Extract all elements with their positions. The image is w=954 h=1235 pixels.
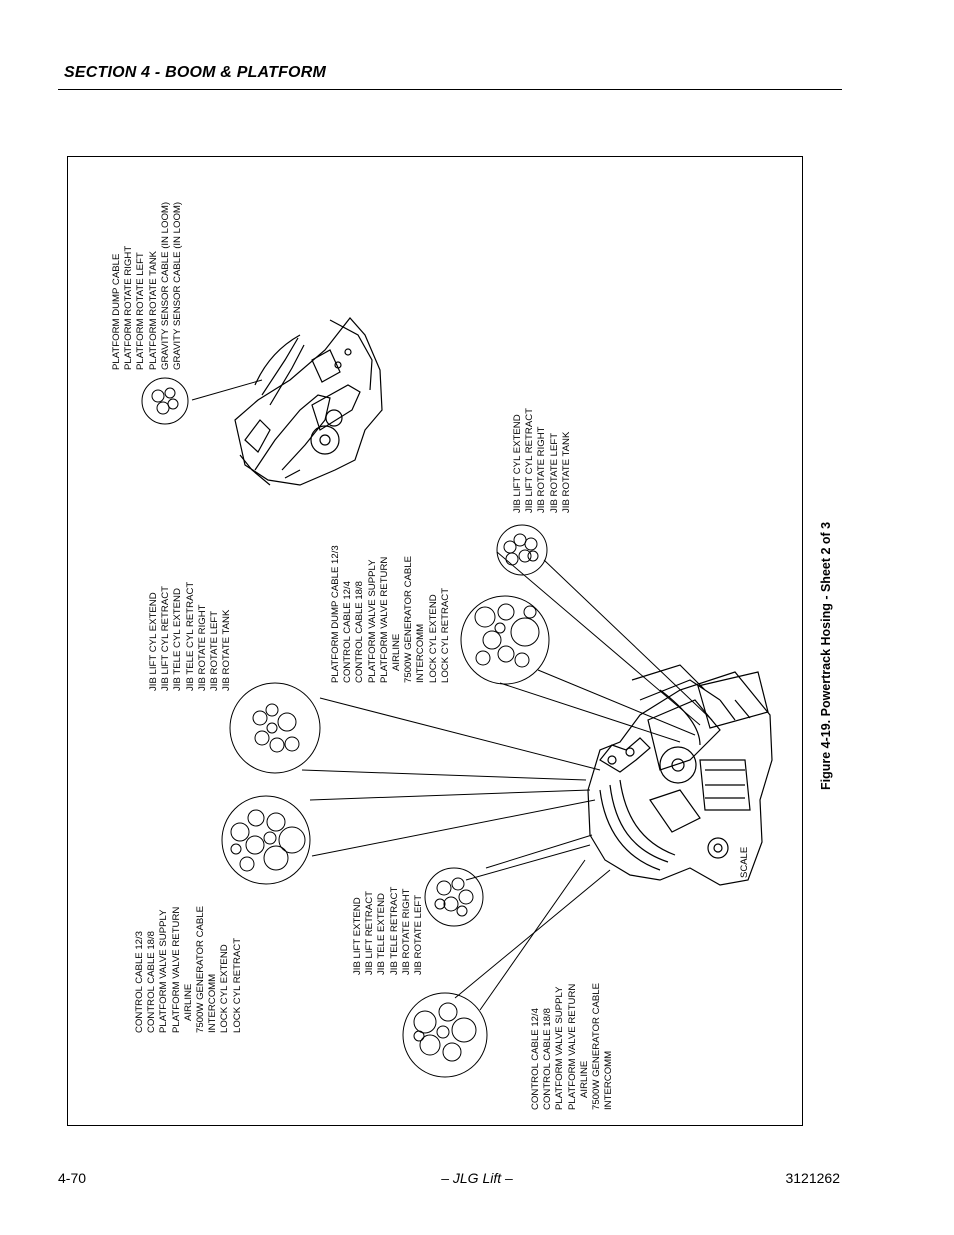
document-number: 3121262: [785, 1170, 840, 1186]
leader-line-jib-rotate-2: [496, 551, 701, 726]
label-group-platform-dump: PLATFORM DUMP CABLE 12/3 CONTROL CABLE 1…: [330, 545, 451, 683]
cross-section-upper: [141, 377, 189, 425]
label-group-jib-tele: JIB LIFT CYL EXTEND JIB LIFT CYL RETRACT…: [148, 581, 233, 691]
leader-line-jib-tele: [319, 697, 601, 771]
leader-line-platform-dump-2: [499, 682, 681, 743]
figure-frame: [67, 156, 803, 1126]
label-group-upper: PLATFORM DUMP CABLE PLATFORM ROTATE RIGH…: [111, 201, 184, 370]
leader-line-control-12-4: [479, 859, 586, 1011]
header-rule: [58, 89, 842, 90]
cross-section-jib-lift: [424, 867, 484, 927]
scale-label: SCALE: [739, 846, 750, 878]
powertrack-assembly: [587, 664, 773, 886]
leader-line-control-12-3-2: [311, 799, 596, 857]
cross-section-platform-dump: [460, 595, 550, 685]
label-group-control-cable-12-3: CONTROL CABLE 12/3 CONTROL CABLE 18/8 PL…: [134, 905, 243, 1033]
label-group-jib-lift: JIB LIFT EXTEND JIB LIFT RETRACT JIB TEL…: [352, 886, 425, 975]
section-title: SECTION 4 - BOOM & PLATFORM: [64, 64, 326, 81]
cross-section-jib-rotate: [496, 524, 548, 576]
platform-rotator-assembly: [234, 317, 383, 486]
leader-line-jib-lift-2: [465, 844, 591, 881]
cross-section-control-12-4: [402, 992, 488, 1078]
footer-brand: – JLG Lift –: [441, 1170, 513, 1186]
leader-line-jib-tele-2: [301, 769, 587, 781]
leader-line-control-12-3: [309, 789, 591, 801]
page-number: 4-70: [58, 1170, 87, 1186]
label-group-control-cable-12-4: CONTROL CABLE 12/4 CONTROL CABLE 18/8 PL…: [530, 982, 615, 1110]
label-group-jib-rotate: JIB LIFT CYL EXTEND JIB LIFT CYL RETRACT…: [512, 407, 572, 513]
leader-line-control-12-4-2: [454, 869, 611, 999]
leader-line-platform-dump: [537, 669, 696, 736]
leader-line-upper: [191, 379, 263, 401]
cross-section-jib-tele: [229, 682, 321, 774]
leader-line-jib-lift: [485, 834, 593, 869]
cross-section-control-12-3: [221, 795, 311, 885]
leader-line-jib-rotate: [543, 559, 713, 721]
figure-caption: Figure 4-19. Powertrack Hosing - Sheet 2…: [819, 521, 833, 790]
